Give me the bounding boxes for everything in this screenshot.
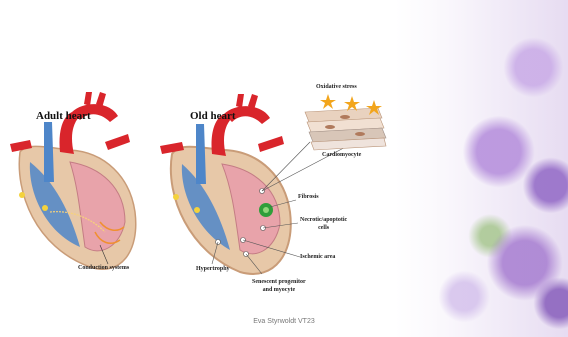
footer-author: Eva Styrwoldt VT23	[0, 318, 568, 325]
adult-heart-title: Adult heart	[36, 110, 91, 122]
cardiomyocyte-inset	[305, 94, 386, 150]
ischemic-area-label: Ischemic area	[300, 254, 335, 260]
necrotic-apoptotic-line2: cells	[318, 225, 329, 231]
fibrosis-label: Fibrosis	[298, 194, 319, 200]
old-heart-title: Old heart	[190, 110, 236, 122]
necrotic-apoptotic-label: Necrotic/apoptotic cells	[300, 216, 347, 232]
senescent-line1: Senescent progenitor	[252, 279, 306, 285]
oxidative-star	[320, 94, 336, 109]
conduction-systems-label: Conduction systems	[78, 265, 129, 271]
necrotic-apoptotic-line1: Necrotic/apoptotic	[300, 217, 347, 223]
heart-aging-figure: Adult heart Old heart Oxidative stress C…	[0, 82, 400, 292]
cardiomyocyte-label: Cardiomyocyte	[322, 152, 361, 158]
senescent-label: Senescent progenitor and myocyte	[252, 278, 306, 294]
senescent-line2: and myocyte	[263, 287, 296, 293]
oxidative-stress-label: Oxidative stress	[316, 84, 357, 90]
flower-decoration-image	[395, 0, 568, 337]
hypertrophy-label: Hypertrophy	[196, 266, 230, 272]
oxidative-star	[344, 96, 360, 111]
